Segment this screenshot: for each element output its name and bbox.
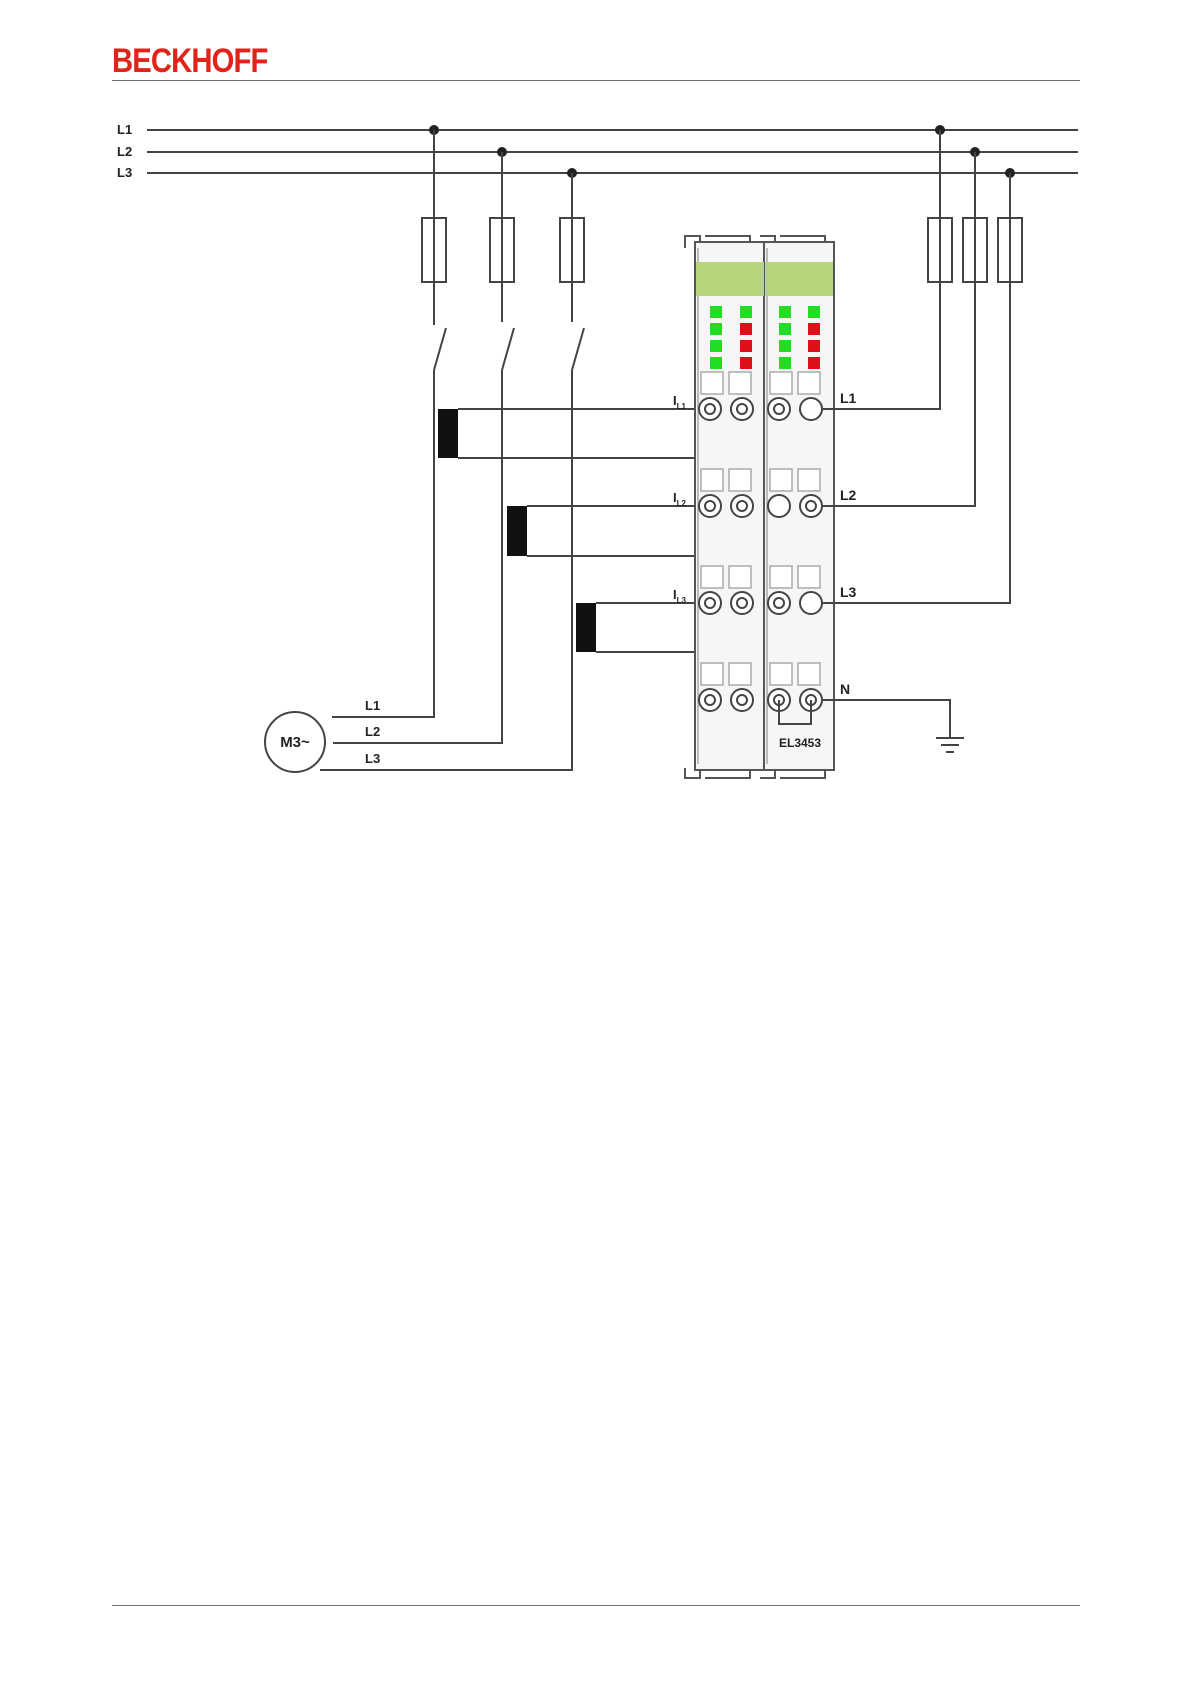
led-green <box>710 323 722 335</box>
bus-label-l1: L1 <box>117 122 132 137</box>
led-green <box>808 306 820 318</box>
led-red <box>740 340 752 352</box>
led-red <box>740 357 752 369</box>
led-green <box>779 340 791 352</box>
led-red <box>808 357 820 369</box>
led-green <box>779 323 791 335</box>
led-red <box>808 340 820 352</box>
voltage-label-l2: L2 <box>840 487 857 503</box>
led-green <box>779 357 791 369</box>
led-green <box>710 306 722 318</box>
switch-blade-l3 <box>572 328 584 370</box>
led-green <box>710 340 722 352</box>
motor-label: M3~ <box>280 734 310 751</box>
bus-label-l3: L3 <box>117 165 132 180</box>
led-green <box>779 306 791 318</box>
el3453-terminal: EL3453 <box>685 236 834 778</box>
bus-label-l2: L2 <box>117 144 132 159</box>
neutral-label: N <box>840 681 850 697</box>
ground-icon <box>936 738 964 752</box>
led-red <box>740 323 752 335</box>
led-green <box>740 306 752 318</box>
voltage-label-l1: L1 <box>840 390 857 406</box>
motor-wire-label-l3: L3 <box>365 751 380 766</box>
terminal-name: EL3453 <box>779 736 821 750</box>
terminal-left-head <box>696 262 764 296</box>
terminal-right-head <box>765 262 833 296</box>
led-green <box>710 357 722 369</box>
motor-fuses <box>422 218 584 282</box>
bus-lines <box>147 130 1078 173</box>
led-red <box>808 323 820 335</box>
motor-wire-label-l2: L2 <box>365 724 380 739</box>
voltage-label-l3: L3 <box>840 584 857 600</box>
switch-blade-l1 <box>434 328 446 370</box>
switch-blade-l2 <box>502 328 514 370</box>
motor-wire-label-l1: L1 <box>365 698 380 713</box>
voltage-fuses <box>928 218 1022 282</box>
